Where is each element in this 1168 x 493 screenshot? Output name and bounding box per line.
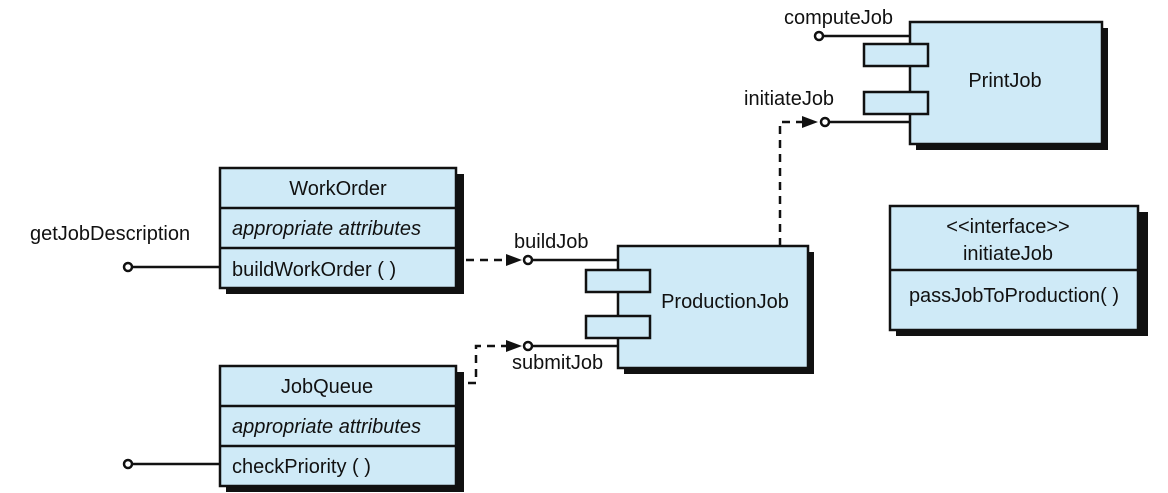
buildjob-port: buildJob <box>514 231 618 266</box>
submitjob-label: submitJob <box>512 352 603 374</box>
interface-lollipop-icon <box>122 261 134 273</box>
dependency-jobqueue-to-submitjob <box>468 340 522 385</box>
printjob-component[interactable]: PrintJob <box>862 20 1108 150</box>
interface-lollipop-icon <box>122 458 134 470</box>
jobqueue-title: JobQueue <box>281 376 373 398</box>
component-tab-icon <box>584 314 652 340</box>
workorder-title: WorkOrder <box>289 178 387 200</box>
initiatejob-port: initiateJob <box>744 88 910 128</box>
getjobdescription-label: getJobDescription <box>30 223 190 245</box>
component-tab-icon <box>862 90 930 116</box>
port-lollipop-icon <box>522 254 534 266</box>
jobqueue-attributes: appropriate attributes <box>232 416 421 438</box>
submitjob-port: submitJob <box>512 340 618 374</box>
port-lollipop-icon <box>813 30 825 42</box>
jobqueue-interface <box>122 458 220 470</box>
getjobdescription-interface: getJobDescription <box>30 223 220 273</box>
workorder-class[interactable]: WorkOrder appropriate attributes buildWo… <box>218 166 464 294</box>
port-lollipop-icon <box>522 340 534 352</box>
computejob-port: computeJob <box>784 7 910 42</box>
arrowhead-icon <box>506 254 522 266</box>
arrowhead-icon <box>802 116 818 128</box>
productionjob-title: ProductionJob <box>661 291 789 313</box>
dependency-productionjob-to-initiatejob <box>778 116 818 246</box>
component-tab-icon <box>862 42 930 68</box>
workorder-operation: buildWorkOrder ( ) <box>232 259 396 281</box>
interface-name: initiateJob <box>963 243 1053 265</box>
workorder-attributes: appropriate attributes <box>232 218 421 240</box>
initiatejob-interface-box[interactable]: <<interface>> initiateJob passJobToProdu… <box>888 204 1148 336</box>
buildjob-label: buildJob <box>514 231 589 253</box>
productionjob-component[interactable]: ProductionJob <box>584 244 814 374</box>
port-lollipop-icon <box>819 116 831 128</box>
computejob-label: computeJob <box>784 7 893 29</box>
interface-stereotype: <<interface>> <box>946 216 1069 238</box>
jobqueue-class[interactable]: JobQueue appropriate attributes checkPri… <box>218 364 464 492</box>
jobqueue-operation: checkPriority ( ) <box>232 456 371 478</box>
component-tab-icon <box>584 268 652 294</box>
initiatejob-label: initiateJob <box>744 88 834 110</box>
dependency-workorder-to-buildjob <box>466 254 522 266</box>
printjob-title: PrintJob <box>968 70 1041 92</box>
arrowhead-icon <box>506 340 522 352</box>
interface-operation: passJobToProduction( ) <box>909 285 1119 307</box>
